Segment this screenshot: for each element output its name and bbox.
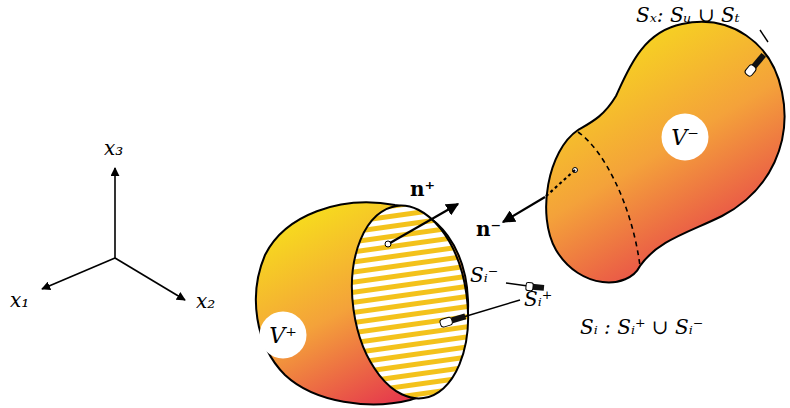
surface-label: Sᵢ⁻ xyxy=(470,264,498,286)
normal-arrows xyxy=(390,170,575,243)
body-v-minus xyxy=(546,22,784,282)
volume-label: V⁺ xyxy=(269,323,297,348)
volume-marker: V⁺ xyxy=(259,311,307,359)
axes xyxy=(42,168,185,300)
normal-label: n⁺ xyxy=(410,178,435,200)
surface-label: Sᵢ⁺ xyxy=(524,288,552,310)
marker-disc xyxy=(260,312,307,359)
volume-marker: V⁻ xyxy=(661,113,709,161)
surface-label: Sᵢ : Sᵢ⁺ ∪ Sᵢ⁻ xyxy=(580,316,703,338)
surface-label: Sₓ: Sᵤ ∪ Sₜ xyxy=(636,4,740,26)
normal-label: n⁻ xyxy=(476,218,501,240)
leader-lines xyxy=(460,30,768,318)
axis-label: x₃ xyxy=(104,137,123,159)
body-v-plus xyxy=(256,198,480,406)
pointer-icons xyxy=(439,52,767,328)
axis-label: x₁ xyxy=(10,289,29,311)
axis-label: x₂ xyxy=(196,290,215,312)
volume-label: V⁻ xyxy=(671,125,699,150)
marker-disc xyxy=(662,114,709,161)
